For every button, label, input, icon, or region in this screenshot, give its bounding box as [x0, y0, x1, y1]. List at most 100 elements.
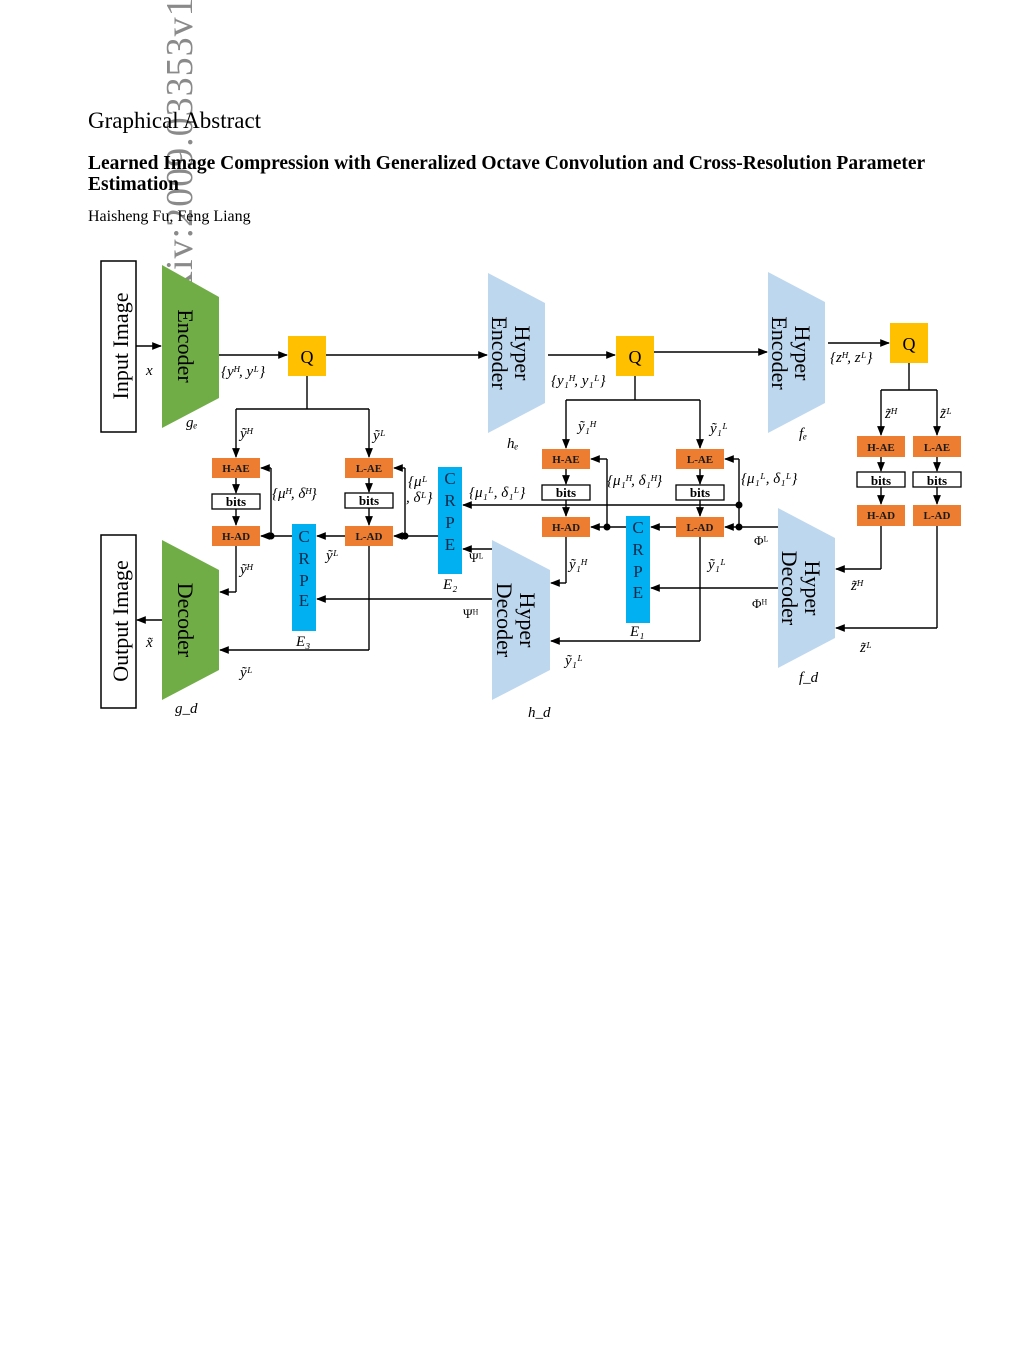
h-ae-hyper1-label: H-AE [552, 454, 580, 466]
l-ad-main: L-AD [345, 526, 393, 546]
math-labels: x x̃ gₑ g_d {yᴴ, yᴸ} ỹᴴ ỹᴸ {μᴴ, δᴴ} {μᴸ … [145, 350, 952, 721]
hyper-decoder-fd: Hyper Decoder [777, 508, 835, 668]
label-z-tilde-l-dec: z̃ᴸ [859, 640, 872, 656]
connections [136, 339, 941, 654]
label-mu1-delta1-l-e2: {μ₁ᴸ, δ₁ᴸ} [469, 485, 525, 501]
label-f-e: fₑ [799, 426, 807, 442]
label-x-hat: x̃ [145, 635, 153, 651]
h-ae-hyper2-label: H-AE [867, 442, 895, 454]
hyper-decoder-fd-label1: Hyper [800, 561, 825, 617]
crpe-e3-r: R [298, 549, 310, 568]
crpe-e2-p: P [445, 513, 454, 532]
label-y-tilde-l-dec: ỹᴸ [238, 665, 253, 681]
hyper-encoder-he: Hyper Encoder [487, 273, 545, 433]
quantizer-2: Q [616, 336, 654, 376]
crpe-e1: C R P E [626, 516, 650, 623]
crpe-e2: C R P E [438, 467, 462, 574]
crpe-e1-e: E [633, 583, 643, 602]
bits-l-main: bits [344, 492, 394, 509]
crpe-e2-c: C [444, 469, 455, 488]
label-psi-h: Ψᴴ [463, 606, 479, 621]
output-image-label: Output Image [108, 560, 133, 682]
crpe-e1-r: R [632, 540, 644, 559]
junction-dot [401, 532, 409, 540]
l-ae-main-label: L-AE [356, 463, 382, 475]
h-ad-hyper2: H-AD [857, 505, 905, 526]
label-mu-delta-h: {μᴴ, δᴴ} [272, 486, 317, 502]
label-e3: E₃ [295, 634, 310, 650]
h-ad-hyper1-label: H-AD [552, 522, 580, 534]
label-psi-l: Ψᴸ [469, 550, 484, 565]
quantizer-2-label: Q [629, 347, 642, 367]
l-ad-main-label: L-AD [356, 531, 383, 543]
h-ad-main-label: H-AD [222, 531, 250, 543]
hyper-encoder-he-label2: Encoder [487, 316, 512, 390]
h-ae-main: H-AE [212, 458, 260, 478]
bits-h-hyper2: bits [856, 471, 906, 488]
label-h-d: h_d [528, 705, 551, 721]
bits-h-main-label: bits [226, 494, 246, 509]
label-y1-tilde-h: ỹ₁ᴴ [576, 419, 597, 435]
section-label: Graphical Abstract [88, 108, 262, 133]
decoder-label: Decoder [173, 583, 198, 658]
bits-l-hyper2: bits [912, 471, 962, 488]
l-ae-hyper2-label: L-AE [924, 442, 950, 454]
h-ae-main-label: H-AE [222, 463, 250, 475]
bits-l-hyper1: bits [675, 484, 725, 501]
label-y-tilde-l: ỹᴸ [371, 428, 386, 444]
bits-l-hyper1-label: bits [690, 485, 710, 500]
label-y-tilde-l-e3: ỹᴸ [324, 548, 339, 564]
architecture-diagram: Input Image Output Image Encoder Decoder… [100, 260, 962, 721]
label-h-e: hₑ [507, 436, 519, 452]
l-ae-hyper2: L-AE [913, 436, 961, 457]
hyper-encoder-fe: Hyper Encoder [767, 272, 825, 433]
label-z-set: {zᴴ, zᴸ} [830, 350, 873, 366]
l-ad-hyper1: L-AD [676, 517, 724, 537]
bits-h-hyper2-label: bits [871, 473, 891, 488]
h-ae-hyper2: H-AE [857, 436, 905, 457]
hyper-decoder-hd-label2: Decoder [492, 583, 517, 658]
l-ad-hyper2: L-AD [913, 505, 961, 526]
junction-dot [603, 523, 611, 531]
label-y-tilde-h-dec: ỹᴴ [238, 562, 254, 578]
label-g-e: gₑ [186, 415, 198, 431]
h-ad-hyper2-label: H-AD [867, 510, 895, 522]
crpe-e1-p: P [633, 562, 642, 581]
h-ad-hyper1: H-AD [542, 517, 590, 537]
label-e1: E₁ [629, 624, 644, 640]
h-ae-hyper1: H-AE [542, 449, 590, 469]
junction-dot [735, 501, 743, 509]
bits-h-main: bits [211, 493, 261, 510]
quantizer-3: Q [890, 323, 928, 363]
input-image-box: Input Image [100, 260, 137, 433]
crpe-e2-r: R [444, 491, 456, 510]
bits-h-hyper1: bits [541, 484, 591, 501]
label-phi-h: Φᴴ [752, 596, 768, 611]
hyper-encoder-fe-label1: Hyper [790, 326, 815, 382]
quantizer-3-label: Q [903, 334, 916, 354]
label-y1-tilde-l: ỹ₁ᴸ [708, 421, 728, 437]
crpe-e1-c: C [632, 518, 643, 537]
l-ad-hyper1-label: L-AD [687, 522, 714, 534]
label-y-tilde-h: ỹᴴ [238, 426, 254, 442]
junction-dots [267, 501, 743, 540]
label-x: x [145, 363, 153, 379]
crpe-e3: C R P E [292, 524, 316, 631]
encoder-block: Encoder [162, 265, 219, 428]
quantizer-1-label: Q [301, 347, 314, 367]
label-g-d: g_d [175, 701, 198, 717]
label-y1-tilde-h-dec: ỹ₁ᴴ [567, 557, 588, 573]
hyper-decoder-hd: Hyper Decoder [492, 540, 550, 700]
l-ae-hyper1: L-AE [676, 449, 724, 469]
l-ae-main: L-AE [345, 458, 393, 478]
label-e2: E₂ [442, 577, 457, 593]
input-image-label: Input Image [108, 293, 133, 400]
label-z-tilde-h: z̃ᴴ [884, 406, 898, 422]
junction-dot [735, 523, 743, 531]
h-ad-main: H-AD [212, 526, 260, 546]
output-image-box: Output Image [100, 534, 137, 709]
label-f-d: f_d [799, 670, 819, 686]
junction-dot [267, 532, 275, 540]
hyper-encoder-he-label1: Hyper [510, 326, 535, 382]
label-mu-delta-l-2: , δᴸ} [406, 490, 432, 506]
